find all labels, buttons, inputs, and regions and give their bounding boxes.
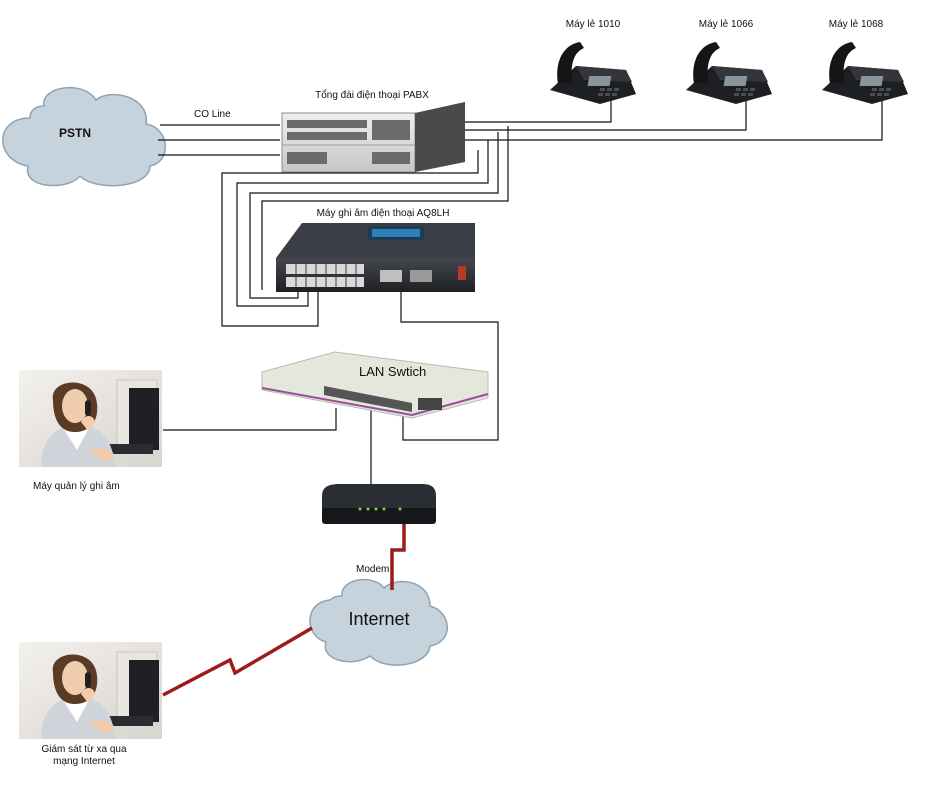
remote-monitor-person-icon (18, 641, 163, 740)
pabx-device (281, 102, 465, 173)
recorder-label: Máy ghi âm điện thoại AQ8LH (316, 208, 450, 219)
modem-label: Modem (356, 564, 390, 575)
internet-cloud (309, 578, 448, 666)
extension-1010-label: Máy lẻ 1010 (565, 19, 621, 30)
pabx-label: Tổng đài điện thoại PABX (315, 90, 429, 101)
manager-pc-person-icon (18, 369, 163, 468)
pstn-label: PSTN (58, 126, 92, 140)
extension-1068-label: Máy lẻ 1068 (828, 19, 884, 30)
remote-monitor-label-line2: mạng Internet (53, 756, 115, 767)
manager-pc-label: Máy quản lý ghi âm (33, 481, 120, 492)
internet-label: Internet (348, 609, 410, 629)
co-line-label: CO Line (194, 109, 231, 120)
desk-phone-1068-icon (822, 42, 908, 104)
internet-links (162, 512, 406, 697)
lan-switch-label: LAN Swtich (359, 364, 427, 379)
desk-phone-1066-icon (686, 42, 772, 104)
recorder-device (276, 223, 475, 292)
remote-monitor-label-line1: Giám sát từ xa qua (41, 744, 127, 755)
extension-1066-label: Máy lẻ 1066 (698, 19, 754, 30)
lan-switch-device (261, 351, 489, 419)
desk-phone-1010-icon (550, 42, 636, 104)
pstn-cloud (2, 86, 167, 187)
modem-device (322, 484, 436, 524)
wires (158, 93, 883, 492)
